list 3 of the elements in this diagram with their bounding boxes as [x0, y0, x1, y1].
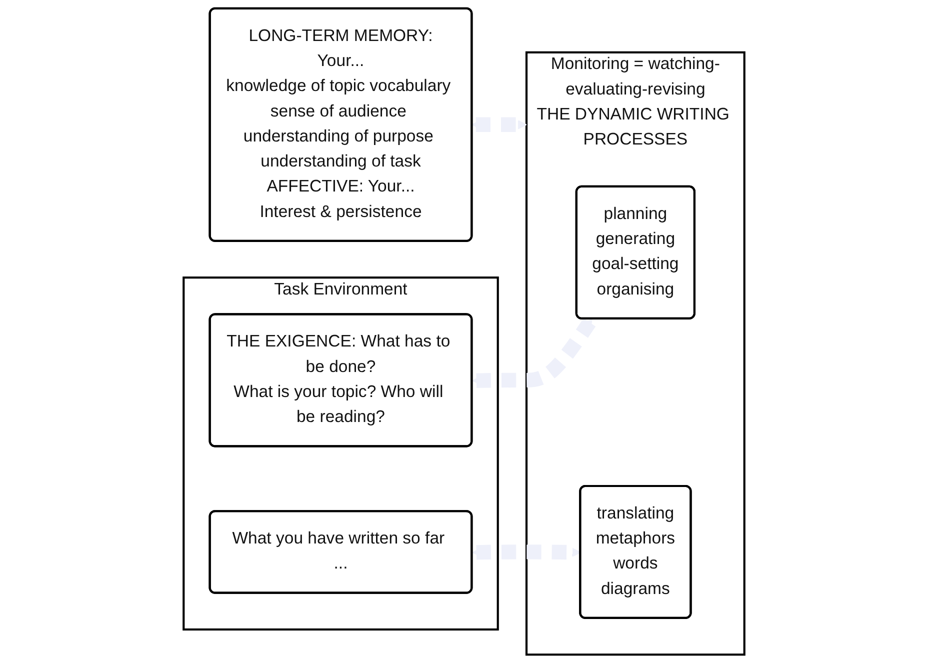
arrow [472, 318, 596, 388]
arrow [472, 117, 530, 132]
arrow [472, 544, 582, 560]
